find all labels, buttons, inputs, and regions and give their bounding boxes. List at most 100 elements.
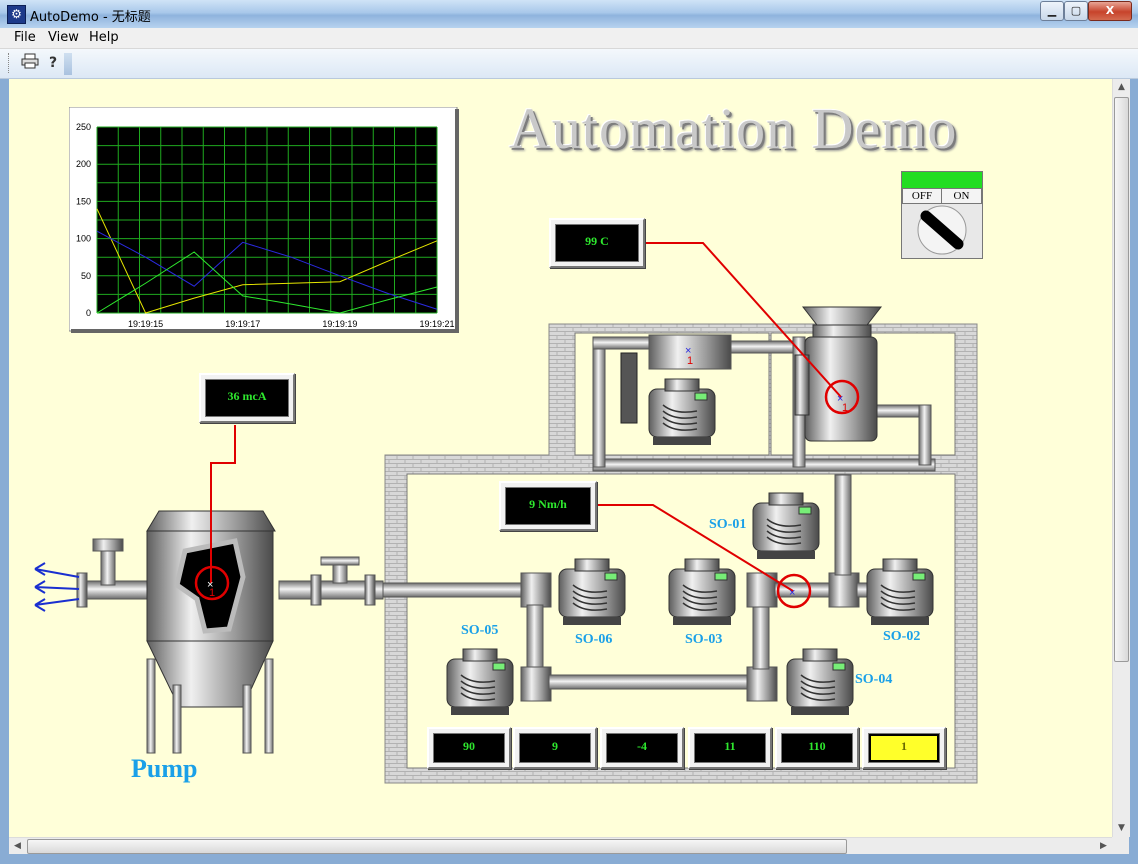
pump-inlet-pipe <box>78 580 148 600</box>
pipe-flange <box>310 574 322 606</box>
toolbar-grip[interactable] <box>8 53 12 73</box>
scroll-right-button[interactable]: ▶ <box>1100 841 1107 851</box>
title-bar[interactable]: ⚙ AutoDemo - 无标题 ▁ ▢ X <box>0 0 1138 29</box>
tank-leg <box>242 684 252 754</box>
vertical-scroll-thumb[interactable] <box>1114 97 1129 662</box>
sensor-index: 1 <box>687 355 693 367</box>
pipe-flange <box>92 538 124 552</box>
chart-shadow-right <box>455 109 459 333</box>
y-tick-label: 150 <box>76 196 91 206</box>
sensor-cross: × <box>685 345 691 357</box>
pipe <box>856 582 870 598</box>
menu-help[interactable]: Help <box>89 30 119 45</box>
temperature-readout[interactable]: 99 C <box>549 218 645 268</box>
pump-cutaway <box>174 538 246 634</box>
pump-outlet-pipe <box>278 580 384 600</box>
switch-knob[interactable] <box>902 202 982 258</box>
scroll-up-button[interactable]: ▲ <box>1118 82 1125 92</box>
resize-grip[interactable] <box>1112 837 1129 854</box>
pipe-joint <box>828 572 860 608</box>
y-tick-label: 0 <box>86 308 91 318</box>
pump-cone <box>146 640 274 708</box>
motor-label-so-02: SO-02 <box>883 629 921 644</box>
tank-leg <box>146 658 156 754</box>
torque-readout[interactable]: 9 Nm/h <box>499 481 597 531</box>
upper-room-left <box>574 332 770 456</box>
temperature-leader-line <box>641 242 842 398</box>
vertical-scrollbar[interactable]: ▲ ▼ <box>1112 79 1130 837</box>
pipe <box>592 458 936 472</box>
motor-so-05 <box>446 648 514 716</box>
menu-bar: File View Help <box>0 28 1138 49</box>
series-line-1 <box>96 208 438 314</box>
scroll-left-button[interactable]: ◀ <box>14 841 21 851</box>
bottom-readout-1[interactable]: 90 <box>427 727 511 769</box>
horizontal-scrollbar[interactable]: ◀ ▶ <box>9 837 1112 855</box>
bottom-readout-5[interactable]: 110 <box>775 727 859 769</box>
pipe <box>834 474 852 576</box>
scroll-down-button[interactable]: ▼ <box>1118 823 1125 833</box>
motor-so-06 <box>558 558 626 626</box>
pipe <box>592 336 654 350</box>
lower-room <box>406 473 956 769</box>
flow-arrows <box>34 562 80 612</box>
menu-file[interactable]: File <box>14 30 36 45</box>
pipe <box>868 404 930 418</box>
brick-enclosure <box>384 323 978 784</box>
menu-view[interactable]: View <box>48 30 79 45</box>
motor-so-03 <box>668 558 736 626</box>
current-readout[interactable]: 36 mcA <box>199 373 295 423</box>
pump-label: Pump <box>131 754 198 783</box>
minimize-button[interactable]: ▁ <box>1040 1 1064 21</box>
toolbar: ? <box>0 49 1138 79</box>
window-frame-bottom <box>0 854 1138 864</box>
pipe <box>730 340 804 354</box>
pipe-joint <box>746 572 778 608</box>
bottom-readout-3[interactable]: -4 <box>600 727 684 769</box>
bottom-readout-6[interactable]: 1 <box>862 727 946 769</box>
pipe <box>792 336 806 468</box>
help-icon[interactable]: ? <box>48 55 58 71</box>
close-button[interactable]: X <box>1088 1 1132 21</box>
tank-leg <box>264 658 274 754</box>
maximize-button[interactable]: ▢ <box>1064 1 1088 21</box>
upper-room-right <box>770 332 956 456</box>
pipe-joint <box>746 666 778 702</box>
sensor-index: 1 <box>209 587 215 599</box>
app-icon: ⚙ <box>7 5 26 24</box>
pipe <box>380 582 532 598</box>
tank-leg <box>172 684 182 754</box>
y-tick-label: 250 <box>76 122 91 132</box>
motor-so-04 <box>786 648 854 716</box>
pipe <box>752 604 770 670</box>
equipment-box <box>648 334 732 370</box>
switch-on-label: ON <box>941 188 982 204</box>
switch-indicator <box>902 172 982 188</box>
hopper-top <box>801 306 883 326</box>
hopper-neck <box>812 324 872 338</box>
current-leader-line <box>210 425 236 583</box>
switch-off-label: OFF <box>902 188 942 204</box>
pipe-flange <box>76 572 88 608</box>
pipe <box>774 582 832 598</box>
pipe <box>100 548 116 586</box>
bottom-readout-4[interactable]: 11 <box>688 727 772 769</box>
window-frame-left <box>0 79 9 854</box>
y-tick-label: 200 <box>76 159 91 169</box>
valve-handle <box>320 556 360 566</box>
bottom-readout-2[interactable]: 9 <box>513 727 597 769</box>
sensor-cross: × <box>837 393 843 405</box>
on-off-switch[interactable]: OFF ON <box>901 171 983 259</box>
toolbar-chevron[interactable] <box>64 53 72 75</box>
page-title: Automation Demo <box>509 96 958 161</box>
motor-label-so-03: SO-03 <box>685 632 723 647</box>
horizontal-scroll-thumb[interactable] <box>27 839 847 854</box>
window-frame-right <box>1129 79 1138 854</box>
pipe <box>592 336 606 468</box>
print-icon[interactable] <box>20 53 40 73</box>
x-tick-label: 19:19:15 <box>128 319 163 329</box>
pump-tank-top <box>146 510 276 532</box>
series-line-3 <box>96 251 438 314</box>
